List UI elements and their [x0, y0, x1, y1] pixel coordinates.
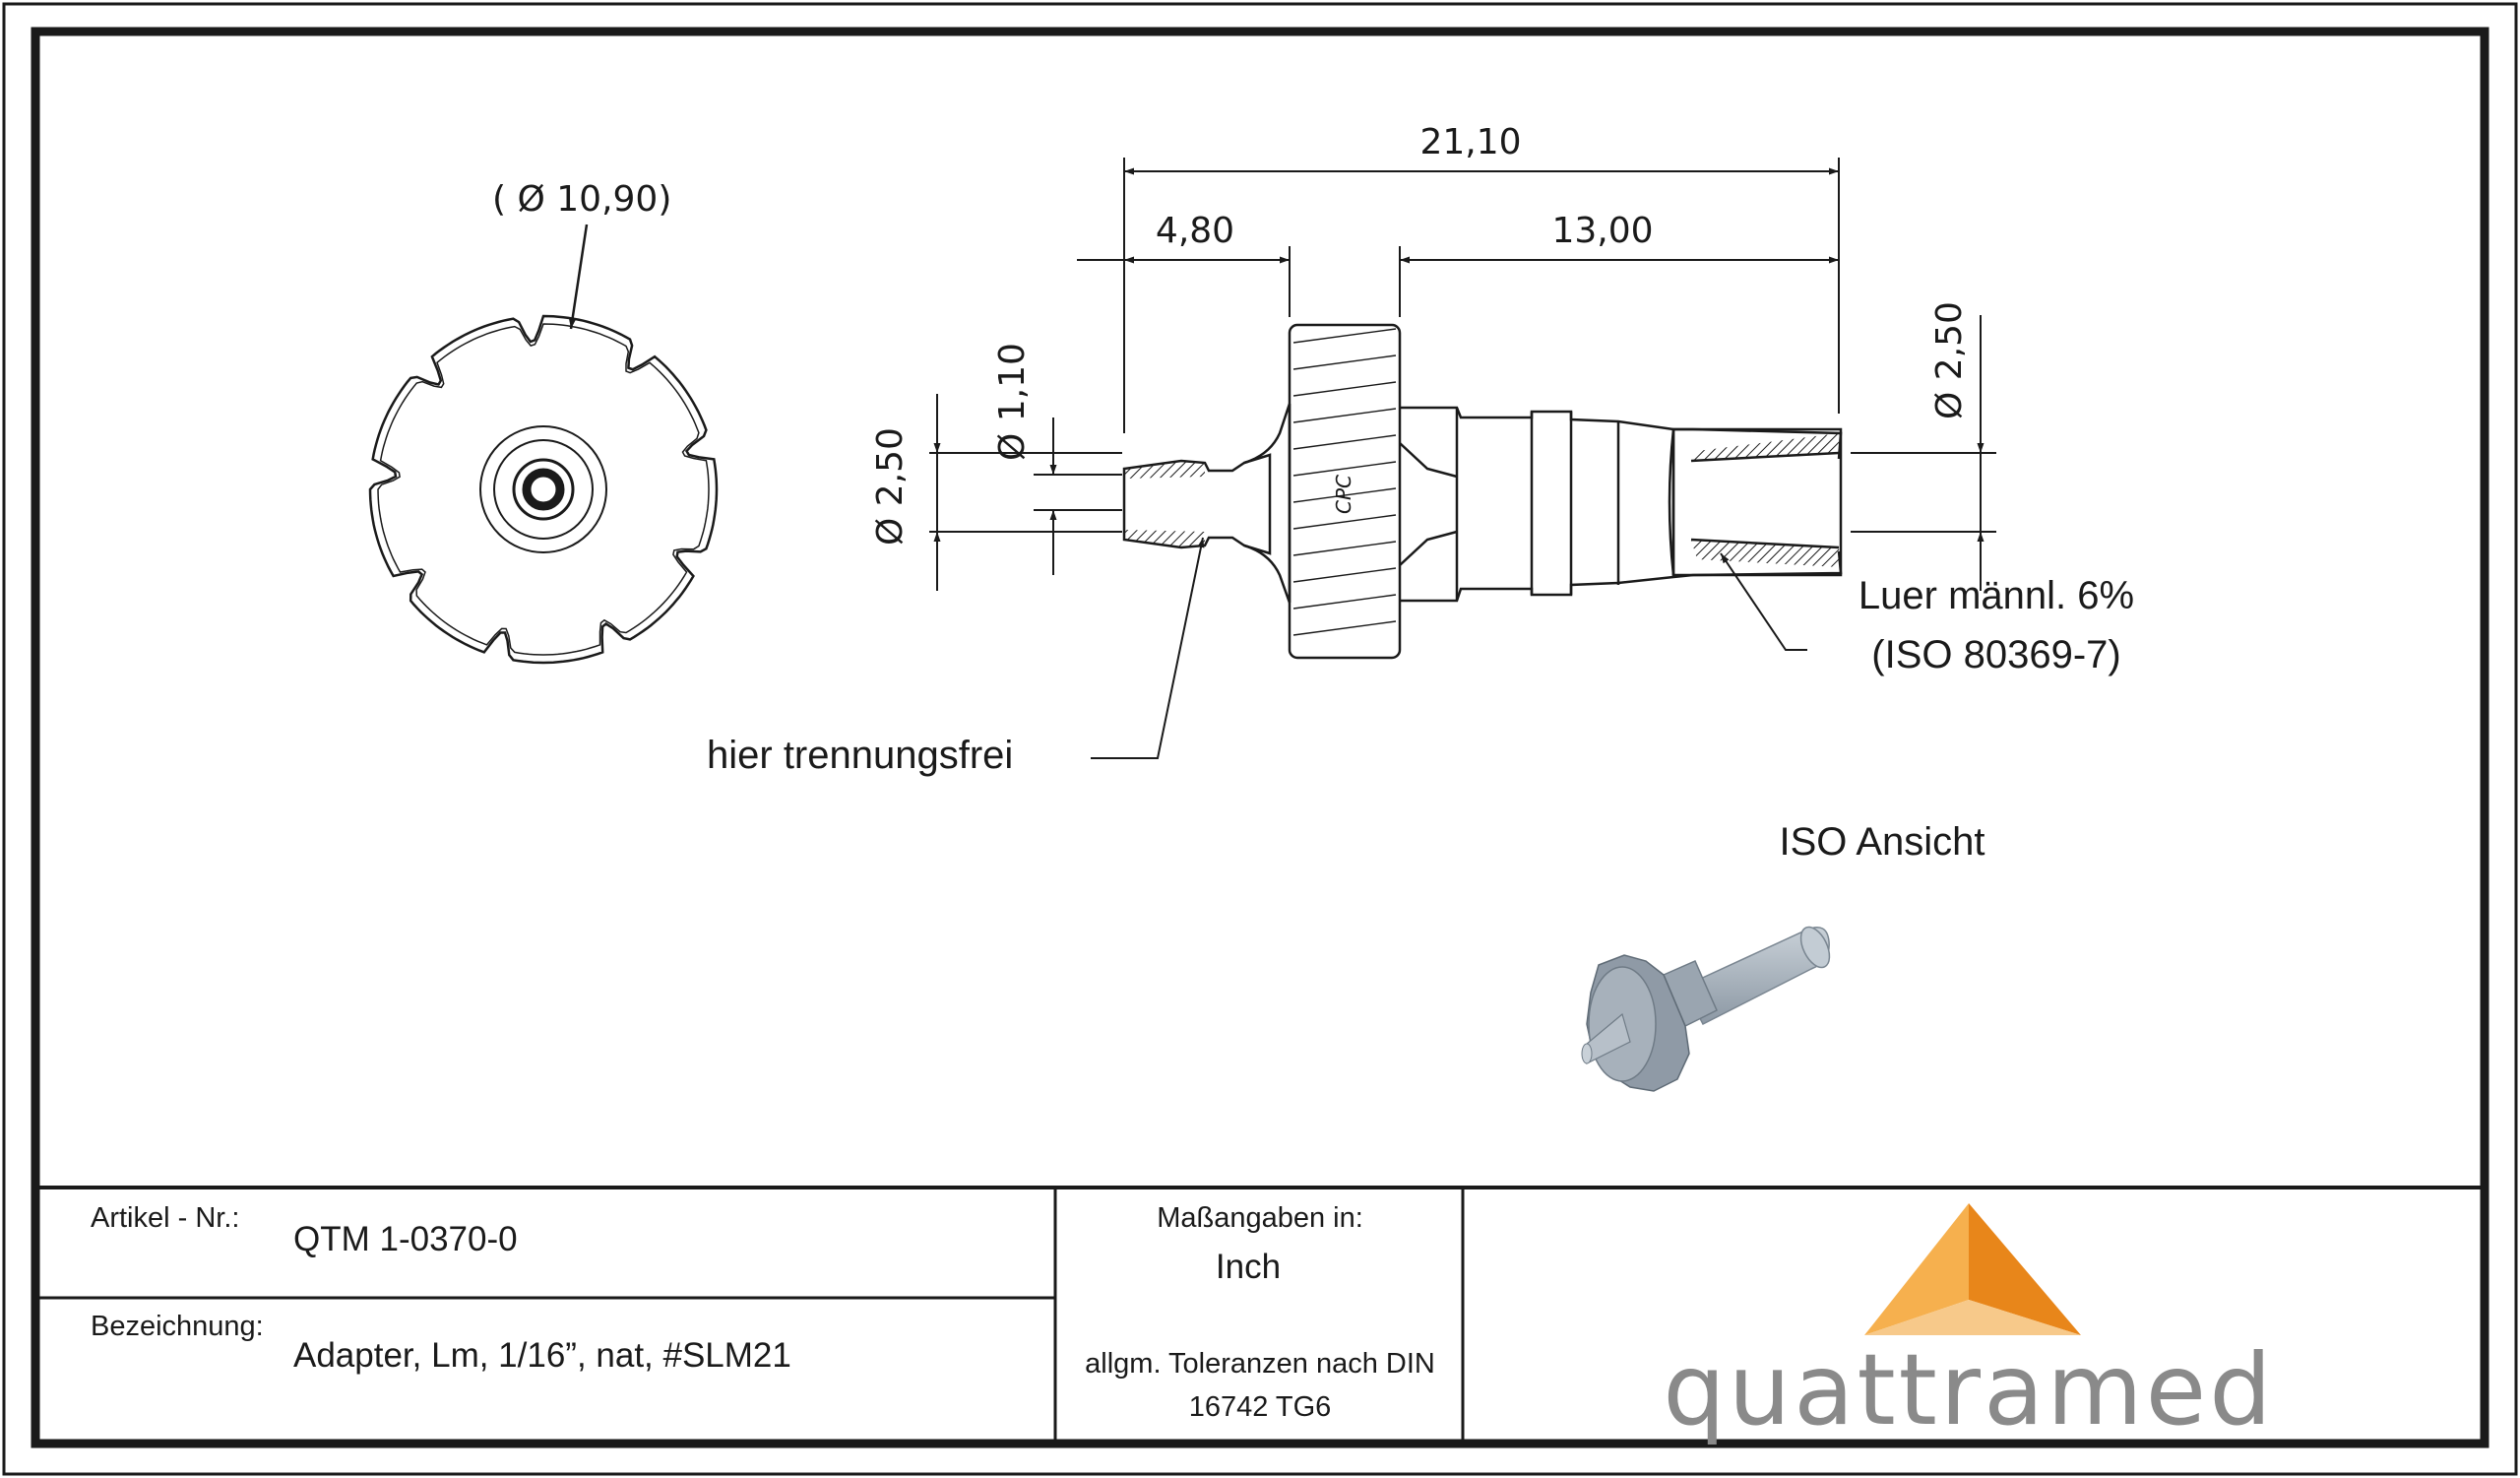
logo-pyramid-left	[1864, 1203, 1969, 1335]
tolerance-line1: allgm. Toleranzen nach DIN	[1085, 1348, 1435, 1380]
luer-bore-diameter-label: Ø 2,50	[1929, 301, 1970, 419]
iso-view-part	[1581, 926, 1831, 1092]
iso-tip-end	[1581, 1043, 1593, 1064]
units-value: Inch	[1216, 1248, 1281, 1286]
luer-leader	[1720, 552, 1807, 651]
tolerance-line2: 16742 TG6	[1189, 1391, 1332, 1423]
knurl-line	[1292, 434, 1397, 450]
article-number-value: QTM 1-0370-0	[293, 1220, 518, 1258]
knurl-line	[1292, 328, 1397, 344]
iso-luer-body	[1681, 927, 1830, 1026]
knurl-line	[1292, 567, 1397, 583]
article-number-label: Artikel - Nr.:	[91, 1202, 239, 1234]
luer-bore-top	[1690, 451, 1840, 463]
tip-diameter-label: Ø 2,50	[870, 427, 911, 546]
knurl-line	[1292, 408, 1397, 423]
knurl-line	[1292, 514, 1397, 530]
quattramed-logo: quattramed	[1663, 1203, 2274, 1447]
designation-value: Adapter, Lm, 1/16”, nat, #SLM21	[293, 1336, 791, 1375]
knurl-line	[1292, 487, 1397, 503]
units-label: Maßangaben in:	[1157, 1202, 1363, 1234]
knurled-flange-outline	[368, 314, 719, 665]
outer-diameter-dimension: ( Ø 10,90)	[492, 179, 671, 220]
tip-length-label: 4,80	[1156, 211, 1234, 251]
knurl-line	[1292, 594, 1397, 610]
separation-free-note: hier trennungsfrei	[707, 734, 1013, 777]
bore	[522, 468, 565, 511]
iso-luer-end	[1799, 926, 1831, 969]
flange-ring-mid	[493, 439, 594, 540]
side-view	[1122, 323, 1843, 660]
logo-pyramid-base	[1864, 1300, 2081, 1335]
inner-cone	[1399, 442, 1458, 566]
knurl-line	[1292, 620, 1397, 636]
knurl-line	[1292, 541, 1397, 556]
separation-leader	[1091, 537, 1205, 759]
logo-wordmark: quattramed	[1663, 1332, 2274, 1447]
knurl-line	[1292, 354, 1397, 370]
knurled-flange	[1288, 323, 1402, 660]
diameter-leader	[569, 224, 589, 330]
luer-note-line2: (ISO 80369-7)	[1871, 633, 2120, 676]
knurl-line	[1292, 381, 1397, 397]
cpc-mark: CPC	[1332, 475, 1355, 514]
inner-frame	[31, 27, 2489, 1448]
logo-pyramid-right	[1969, 1203, 2081, 1335]
luer-length-label: 13,00	[1551, 211, 1653, 251]
designation-label: Bezeichnung:	[91, 1311, 264, 1342]
knurl-line	[1292, 461, 1397, 477]
tip-barb-hatch-lower	[1124, 530, 1205, 547]
flange-ring-outer	[479, 425, 607, 553]
luer-bore-bottom	[1690, 538, 1840, 549]
bore-ring	[512, 458, 575, 521]
luer-tube	[1671, 427, 1843, 577]
bore-diameter-label: Ø 1,10	[992, 343, 1033, 461]
luer-end	[1668, 428, 1675, 576]
tip-barb-hatch	[1124, 461, 1205, 479]
knurl-lines	[1292, 328, 1397, 636]
overall-length-label: 21,10	[1419, 122, 1521, 162]
tip-cone	[1243, 403, 1292, 604]
title-block-lines	[35, 1186, 2485, 1444]
dimension-lines	[929, 158, 1996, 759]
knurled-flange-inner-outline	[377, 323, 710, 656]
front-view	[368, 224, 719, 665]
luer-note-line1: Luer männl. 6%	[1858, 574, 2134, 617]
iso-view-label: ISO Ansicht	[1780, 820, 1985, 864]
